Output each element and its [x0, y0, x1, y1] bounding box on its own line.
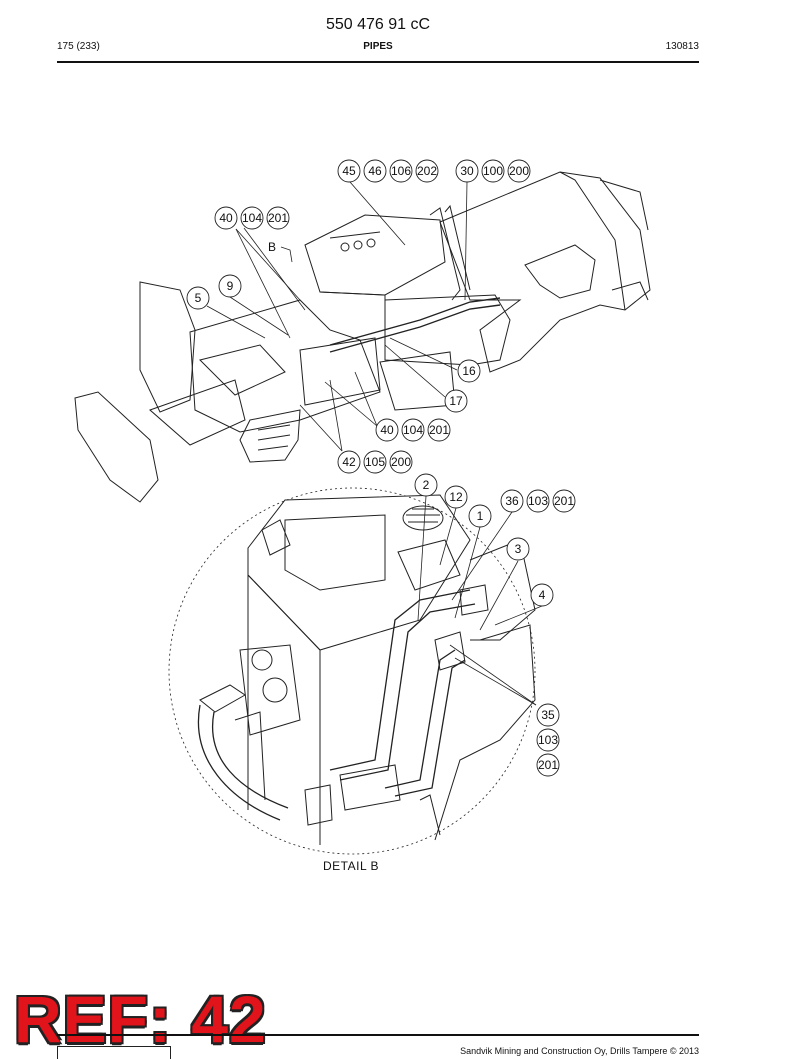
callout-label: 40 — [380, 423, 394, 437]
callout-label: 30 — [460, 164, 474, 178]
document-number: 550 476 91 cC — [325, 16, 431, 33]
copyright-notice: Sandvik Mining and Construction Oy, Dril… — [460, 1046, 699, 1056]
callout-label: 202 — [417, 164, 437, 178]
callout-label: 106 — [391, 164, 411, 178]
detail-caption: DETAIL B — [323, 859, 380, 873]
callout-label: 42 — [342, 455, 356, 469]
callout-label: 5 — [195, 291, 202, 305]
detail-marker-label: B — [268, 240, 276, 254]
callout-label: 103 — [528, 494, 548, 508]
callout-label: 105 — [365, 455, 385, 469]
leader-lines-overview — [206, 181, 468, 452]
callout-label: 40 — [219, 211, 233, 225]
callout-label: 201 — [429, 423, 449, 437]
callout-label: 200 — [391, 455, 411, 469]
callout-label: 17 — [449, 394, 463, 408]
leader-lines-detail — [417, 495, 543, 706]
page-reference: 175 (233) — [57, 41, 100, 52]
callout-label: 104 — [403, 423, 423, 437]
callout-label: 100 — [483, 164, 503, 178]
callout-label: 4 — [539, 588, 546, 602]
callout-label: 36 — [505, 494, 519, 508]
callout-label: 201 — [554, 494, 574, 508]
callout-label: 12 — [449, 490, 463, 504]
footer-rule — [57, 1034, 699, 1036]
callout-group — [186, 159, 576, 777]
reference-stamp: REF: 42 — [14, 982, 267, 1056]
section-title: PIPES — [363, 41, 393, 52]
callout-label: 104 — [242, 211, 262, 225]
callout-label: 3 — [515, 542, 522, 556]
callout-label: 103 — [538, 733, 558, 747]
callout-label: 201 — [268, 211, 288, 225]
callout-label: 45 — [342, 164, 356, 178]
callout-label: 2 — [423, 478, 430, 492]
callout-label: 1 — [477, 509, 484, 523]
callout-label: 201 — [538, 758, 558, 772]
detail-b-illustration — [168, 487, 536, 855]
callout-label: 9 — [227, 279, 234, 293]
callout-label: 35 — [541, 708, 555, 722]
callout-label: 16 — [462, 364, 476, 378]
chassis-illustration — [74, 171, 651, 503]
revision-code: 130813 — [665, 41, 699, 52]
callout-label: 46 — [368, 164, 382, 178]
callout-labels: 45 46 106 202 30 100 200 40 104 201 9 5 … — [195, 164, 575, 772]
header-rule — [57, 61, 699, 63]
callout-label: 200 — [509, 164, 529, 178]
